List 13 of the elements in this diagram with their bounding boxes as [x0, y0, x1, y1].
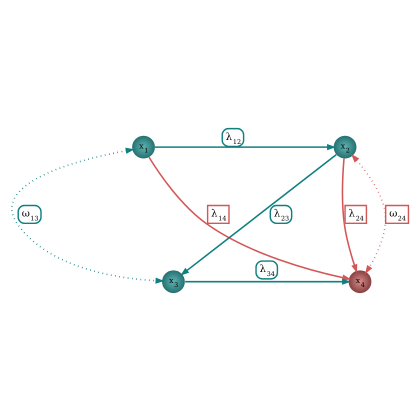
- edge-label: λ$_{12}$: [225, 131, 241, 146]
- edge-label: λ$_{23}$: [273, 208, 289, 222]
- edge-label: ω$_{24}$: [388, 208, 406, 222]
- arrow: [341, 158, 357, 273]
- edge-label: λ$_{34}$: [259, 264, 274, 278]
- edge-label: ω$_{13}$: [21, 208, 38, 222]
- edge-label: λ$_{14}$: [210, 208, 226, 222]
- arrow: [11, 147, 164, 284]
- arrow: [184, 278, 350, 284]
- arrow: [350, 153, 386, 274]
- edge-label: λ$_{24}$: [348, 208, 364, 222]
- arrow: [180, 154, 336, 276]
- arrow: [154, 144, 336, 150]
